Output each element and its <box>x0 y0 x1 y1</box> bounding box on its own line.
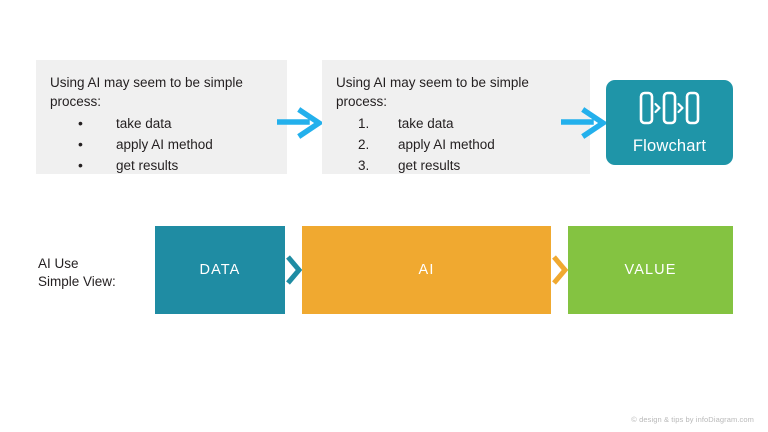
list-item: 3. get results <box>336 155 576 176</box>
list-item-label: get results <box>116 158 179 173</box>
numbered-list: 1. take data 2. apply AI method 3. get r… <box>336 113 576 176</box>
footer-credit: © design & tips by infoDiagram.com <box>631 415 754 424</box>
flowchart-tile[interactable]: Flowchart <box>606 80 733 165</box>
text-panel-numbered: Using AI may seem to be simple process: … <box>322 60 590 174</box>
list-item-label: take data <box>116 116 172 131</box>
blue-arrow-right-icon <box>274 106 324 140</box>
list-bullet-marker: • <box>78 157 83 173</box>
list-item-label: apply AI method <box>116 137 213 152</box>
list-item-label: take data <box>398 116 454 131</box>
list-item-label: apply AI method <box>398 137 495 152</box>
flow-box-label: VALUE <box>624 262 677 278</box>
list-number-marker: 2. <box>358 137 370 152</box>
chevron-right-icon-teal <box>285 254 303 286</box>
text-panel-bulleted: Using AI may seem to be simple process: … <box>36 60 287 174</box>
bulleted-list: • take data • apply AI method • get resu… <box>50 113 273 176</box>
list-bullet-marker: • <box>78 115 83 131</box>
panel-numbered-heading: Using AI may seem to be simple process: <box>336 75 529 109</box>
list-item: • take data <box>50 113 273 134</box>
list-number-marker: 3. <box>358 158 370 173</box>
list-item: • apply AI method <box>50 134 273 155</box>
flow-box-value[interactable]: VALUE <box>568 226 733 314</box>
bottom-row-label: AI Use Simple View: <box>38 256 116 289</box>
chevron-right-icon-orange <box>551 254 569 286</box>
list-item-label: get results <box>398 158 461 173</box>
list-item: 2. apply AI method <box>336 134 576 155</box>
list-number-marker: 1. <box>358 116 370 131</box>
list-item: 1. take data <box>336 113 576 134</box>
list-bullet-marker: • <box>78 136 83 152</box>
flow-box-label: AI <box>418 262 435 278</box>
panel-bulleted-heading: Using AI may seem to be simple process: <box>50 75 243 109</box>
flow-box-data[interactable]: DATA <box>155 226 285 314</box>
flow-box-ai[interactable]: AI <box>302 226 551 314</box>
list-item: • get results <box>50 155 273 176</box>
blue-arrow-right-icon <box>558 106 608 140</box>
flowchart-icon <box>639 91 701 130</box>
flow-box-label: DATA <box>199 262 241 278</box>
flowchart-tile-label: Flowchart <box>632 137 707 155</box>
